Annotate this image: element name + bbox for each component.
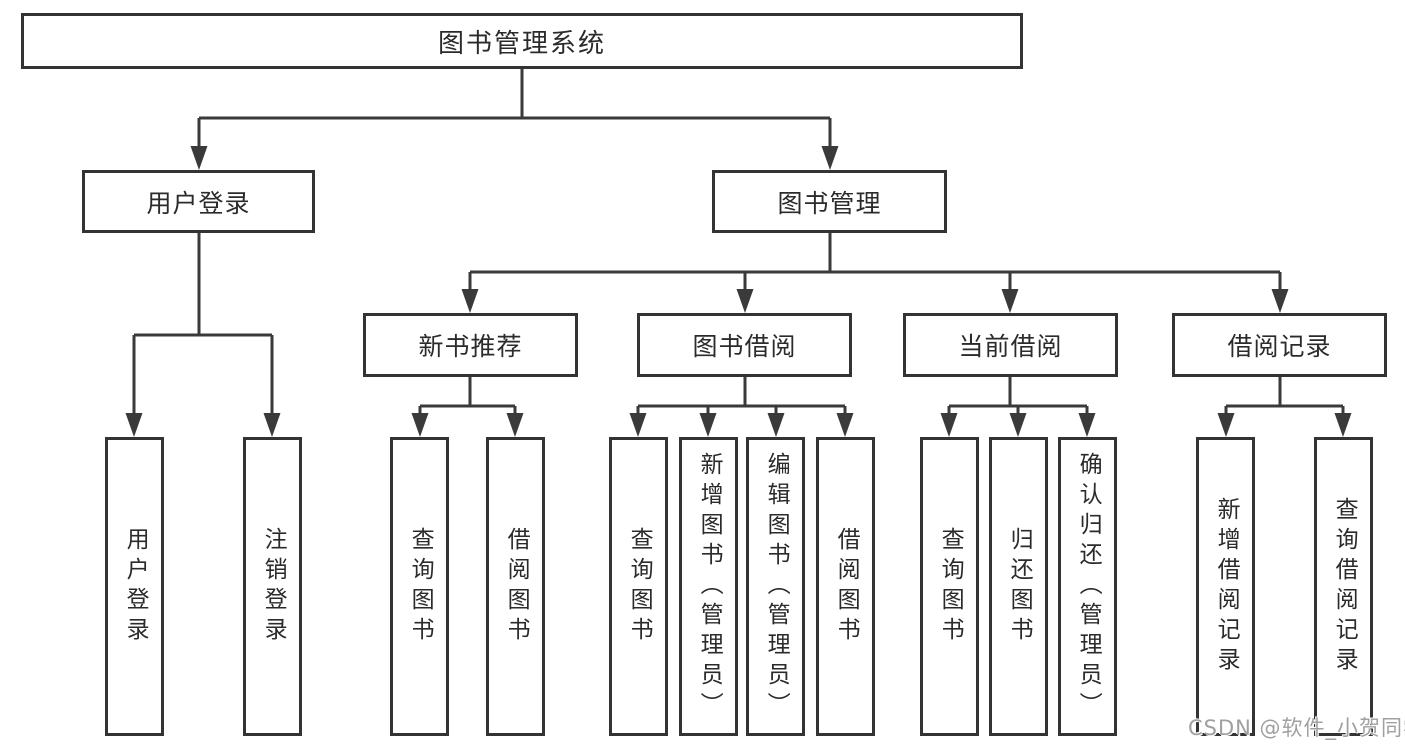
node-label: 当前借阅 xyxy=(958,332,1063,361)
node-label: 图书借阅 xyxy=(692,332,797,361)
node-book-borrowing: 图书借阅 xyxy=(637,313,852,377)
arrows-newrec-to-leaves xyxy=(411,413,524,437)
edge-curborrow-to-leaves xyxy=(947,377,1089,415)
leaf-borrow-edit-books-admin: 编辑图书（管理员） xyxy=(746,437,805,736)
leaf-newrec-query-books: 查询图书 xyxy=(390,437,449,736)
node-label: 查询借阅记录 xyxy=(1331,496,1358,677)
edge-borrowrec-to-leaves xyxy=(1224,377,1345,415)
arrows-bookborrow-to-leaves xyxy=(629,413,854,437)
node-label: 借阅记录 xyxy=(1227,332,1332,361)
node-current-borrowing: 当前借阅 xyxy=(903,313,1118,377)
node-label: 确认归还（管理员） xyxy=(1075,451,1102,722)
leaf-borrow-borrow-books: 借阅图书 xyxy=(816,437,875,736)
node-label: 新书推荐 xyxy=(418,332,523,361)
arrows-userlogin-to-leaves xyxy=(125,413,281,437)
arrows-curborrow-to-leaves xyxy=(940,413,1096,437)
node-label: 查询图书 xyxy=(626,526,653,647)
leaf-current-query-books: 查询图书 xyxy=(920,437,979,736)
leaf-newrec-borrow-books: 借阅图书 xyxy=(486,437,545,736)
node-new-book-recommendation: 新书推荐 xyxy=(363,313,578,377)
leaf-borrow-add-books-admin: 新增图书（管理员） xyxy=(679,437,738,736)
node-borrowing-records: 借阅记录 xyxy=(1172,313,1387,377)
node-label: 编辑图书（管理员） xyxy=(763,451,790,722)
edge-newrec-to-leaves xyxy=(418,377,517,415)
node-label: 新增图书（管理员） xyxy=(696,451,723,722)
node-label: 用户登录 xyxy=(146,188,251,218)
node-label: 图书管理系统 xyxy=(437,28,606,59)
node-label: 借阅图书 xyxy=(503,526,530,647)
leaf-record-add-borrow-record: 新增借阅记录 xyxy=(1196,437,1255,736)
node-label: 查询图书 xyxy=(407,526,434,647)
arrows-root-to-level2 xyxy=(190,146,839,170)
csdn-watermark: CSDN @软件_小贺同学 xyxy=(1188,716,1405,740)
edge-bookmgmt-to-level3 xyxy=(468,233,1282,291)
node-label: 查询图书 xyxy=(937,526,964,647)
leaf-current-confirm-return-admin: 确认归还（管理员） xyxy=(1058,437,1117,736)
node-book-management: 图书管理 xyxy=(712,170,947,233)
arrows-borrowrec-to-leaves xyxy=(1217,413,1352,437)
leaf-user-login: 用户登录 xyxy=(105,437,164,736)
node-label: 用户登录 xyxy=(122,526,149,647)
edge-root-to-level2 xyxy=(197,69,832,148)
node-label: 归还图书 xyxy=(1006,526,1033,647)
node-label: 新增借阅记录 xyxy=(1213,496,1240,677)
edge-userlogin-to-leaves xyxy=(132,233,274,415)
node-user-login: 用户登录 xyxy=(82,170,315,233)
leaf-current-return-books: 归还图书 xyxy=(989,437,1048,736)
node-library-management-system: 图书管理系统 xyxy=(21,13,1023,69)
leaf-logout: 注销登录 xyxy=(243,437,302,736)
leaf-record-query-borrow-record: 查询借阅记录 xyxy=(1314,437,1373,736)
edge-bookborrow-to-leaves xyxy=(636,377,847,415)
node-label: 图书管理 xyxy=(777,188,882,218)
node-label: 注销登录 xyxy=(260,526,287,647)
node-label: 借阅图书 xyxy=(833,526,860,647)
arrows-bookmgmt-to-level3 xyxy=(461,289,1289,313)
leaf-borrow-query-books: 查询图书 xyxy=(609,437,668,736)
